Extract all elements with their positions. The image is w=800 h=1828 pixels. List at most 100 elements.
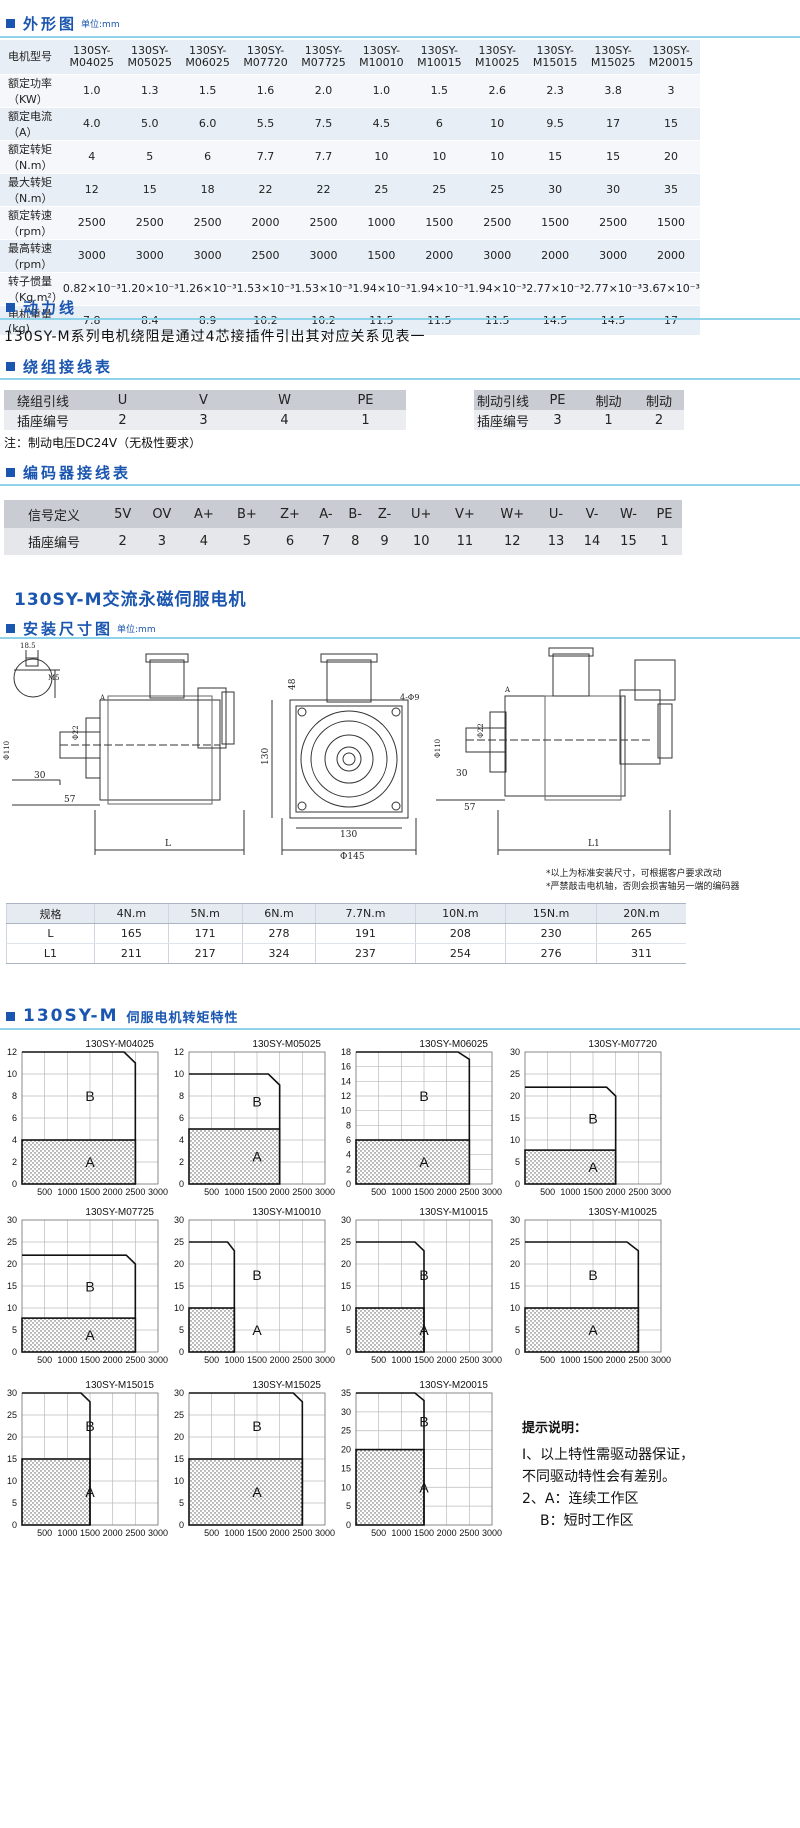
y-tick-label: 2	[346, 1164, 351, 1174]
x-tick-label: 1500	[247, 1528, 267, 1538]
series-A-label: A	[588, 1159, 598, 1175]
table-cell: 制动	[583, 390, 634, 410]
series-B-line	[189, 1392, 304, 1525]
table-cell: 4	[182, 528, 226, 555]
x-tick-label: 500	[371, 1187, 386, 1197]
y-tick-label: 15	[174, 1454, 184, 1464]
chart-title: 130SY-M10010	[252, 1207, 321, 1218]
spec-cell: 2500	[62, 206, 121, 240]
spec-row-label: 额定转矩（N.m）	[0, 140, 63, 174]
spec-cell: 2.77×10⁻³	[584, 272, 643, 306]
dim-label: L1	[588, 839, 600, 849]
section-marker-icon	[6, 467, 15, 477]
chart-title: 130SY-M06025	[419, 1039, 488, 1050]
series-A-label: A	[252, 1322, 262, 1338]
y-tick-label: 25	[174, 1410, 184, 1420]
dim-header-cell: 7.7N.m	[315, 903, 416, 924]
spec-cell: 3.67×10⁻³	[642, 272, 700, 306]
series-B-line	[22, 1254, 137, 1352]
y-tick-label: 5	[12, 1498, 17, 1508]
spec-cell: 15	[584, 140, 643, 174]
spec-row-label: 最大转矩（N.m）	[0, 173, 63, 207]
x-tick-label: 500	[540, 1187, 555, 1197]
y-tick-label: 12	[174, 1047, 184, 1057]
x-tick-label: 500	[204, 1355, 219, 1365]
y-tick-label: 15	[341, 1281, 351, 1291]
y-tick-label: 8	[179, 1091, 184, 1101]
x-tick-label: 1500	[414, 1187, 434, 1197]
spec-cell: 1000	[352, 206, 411, 240]
series-A-area	[188, 1307, 236, 1353]
y-tick-label: 4	[12, 1135, 17, 1145]
x-tick-label: 3000	[482, 1187, 502, 1197]
x-tick-label: 1500	[80, 1187, 100, 1197]
y-tick-label: 25	[510, 1237, 520, 1247]
model-name: 130SY-M07725	[294, 40, 353, 75]
chart-title: 130SY-M07725	[85, 1207, 154, 1218]
y-tick-label: 6	[12, 1113, 17, 1123]
y-tick-label: 10	[174, 1069, 184, 1079]
y-tick-label: 0	[515, 1347, 520, 1357]
section-marker-icon	[6, 1011, 15, 1021]
spec-header-label: 电机型号	[0, 40, 63, 75]
spec-row-label: 转子惯量（Kg.m²）	[0, 272, 63, 306]
table-cell: PE	[532, 390, 583, 410]
series-A-area	[524, 1307, 640, 1353]
chart-title: 130SY-M10015	[419, 1207, 488, 1218]
motor-side-view-brake: L1 30 57 Φ110 Φ22 A	[434, 647, 676, 855]
y-tick-label: 2	[12, 1157, 17, 1167]
series-A-label: A	[588, 1322, 598, 1338]
model-name: 130SY-M05025	[120, 40, 179, 75]
unit-label: 单位:mm	[81, 19, 120, 30]
spec-cell: 12	[62, 173, 121, 207]
spec-cell: 2500	[584, 206, 643, 240]
series-B-label: B	[252, 1267, 261, 1283]
spec-cell: 2.77×10⁻³	[526, 272, 585, 306]
spec-cell: 30	[584, 173, 643, 207]
dim-header-cell: 15N.m	[505, 903, 597, 924]
spec-cell: 2.3	[526, 74, 585, 108]
spec-cell: 1500	[352, 239, 411, 273]
spec-cell: 1.53×10⁻³	[294, 272, 353, 306]
series-B-line	[189, 1073, 281, 1184]
y-tick-label: 15	[7, 1281, 17, 1291]
x-tick-label: 2000	[606, 1355, 626, 1365]
spec-cell: 15	[642, 107, 700, 141]
table-cell: 2	[82, 410, 163, 430]
dim-cell: 254	[414, 943, 506, 964]
spec-cell: 7.8	[62, 305, 121, 336]
table-cell: 信号定义	[4, 500, 104, 528]
x-tick-label: 3000	[651, 1187, 671, 1197]
dim-header-cell: 5N.m	[167, 903, 243, 924]
x-tick-label: 2000	[437, 1355, 457, 1365]
spec-cell: 2500	[178, 206, 237, 240]
spec-cell: 1500	[642, 206, 700, 240]
x-tick-label: 1500	[583, 1187, 603, 1197]
y-tick-label: 30	[510, 1047, 520, 1057]
series-B-line	[189, 1241, 236, 1352]
spec-cell: 2.0	[294, 74, 353, 108]
spec-cell: 1.53×10⁻³	[236, 272, 295, 306]
y-tick-label: 15	[510, 1113, 520, 1123]
dim-header-cell: 4N.m	[94, 903, 169, 924]
dim-cell: 217	[167, 943, 243, 964]
dim-cell: 276	[505, 943, 597, 964]
spec-cell: 3.8	[584, 74, 643, 108]
y-tick-label: 25	[341, 1237, 351, 1247]
y-tick-label: 5	[515, 1325, 520, 1335]
dim-cell: 311	[595, 943, 686, 964]
table-cell: 插座编号	[474, 410, 532, 430]
dim-cell: 237	[315, 943, 416, 964]
table-cell: 制动	[634, 390, 684, 410]
x-tick-label: 2000	[270, 1355, 290, 1365]
